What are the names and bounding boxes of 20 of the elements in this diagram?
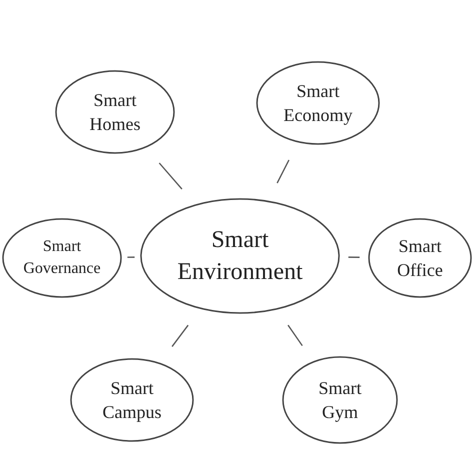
- node-label: Smart Environment: [176, 226, 304, 287]
- ellipse-node: [140, 198, 340, 314]
- ellipse-node: [55, 70, 175, 154]
- connector-line: [127, 256, 135, 258]
- node-label: Smart Economy: [282, 80, 354, 127]
- node-label: Smart Campus: [101, 376, 162, 424]
- connector-line: [348, 256, 360, 258]
- ellipse-node: [2, 218, 122, 298]
- ellipse-node: [282, 356, 398, 444]
- node-label: Smart Gym: [318, 376, 362, 424]
- ellipse-node: [256, 61, 380, 145]
- connector-line: [158, 162, 182, 190]
- node-label: Smart Governance: [22, 237, 102, 279]
- connector-line: [288, 324, 303, 346]
- connector-line: [172, 324, 189, 347]
- node-label: Smart Office: [396, 234, 444, 282]
- connector-line: [276, 160, 290, 184]
- ellipse-node: [368, 218, 472, 298]
- ellipse-node: [70, 358, 194, 442]
- node-label: Smart Homes: [88, 88, 142, 136]
